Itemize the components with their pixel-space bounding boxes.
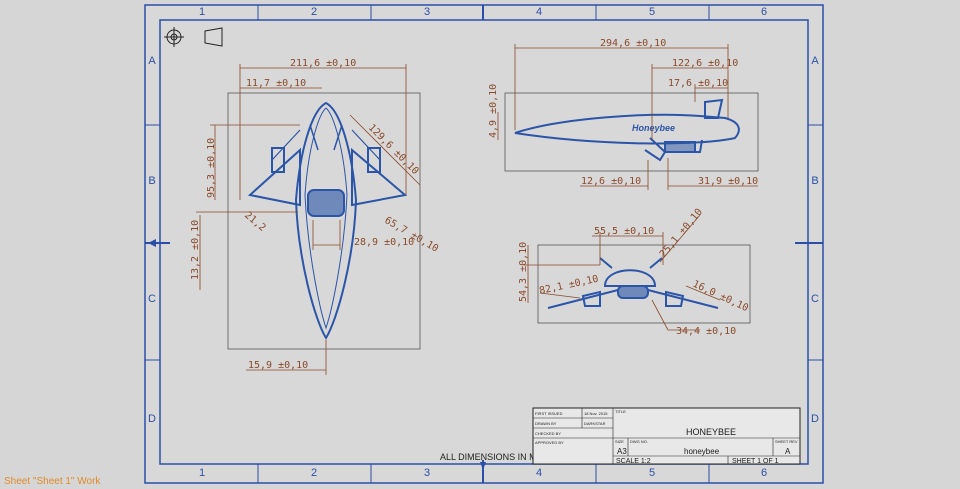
dim-top-tail: 13,2 ±0,10 [190,220,201,280]
drawn-by-label: DRAWN BY [535,421,557,426]
zone-row-C-left: C [148,293,156,305]
sheet-size: A3 [617,447,627,456]
first-issued-value: 18 Nov. 2015 [584,411,608,416]
dim-side-nozzle: 12,6 ±0,10 [581,176,641,187]
dim-top-bottom: 15,9 ±0,10 [248,360,308,371]
zone-column-1-bottom: 1 [199,467,205,479]
front-view-model [547,257,719,309]
zone-column-5-top: 5 [649,6,655,18]
front-view-frame [537,244,751,324]
checked-by-label: CHECKED BY [535,431,561,436]
zone-row-D-right: D [811,413,819,425]
dim-front-cockpit: 55,5 ±0,10 [594,226,654,237]
projection-symbol [164,27,223,47]
size-label: SIZE [615,439,624,444]
dimension-lines [196,44,758,375]
zone-column-6-bottom: 6 [761,467,767,479]
zone-column-5-bottom: 5 [649,467,655,479]
zone-column-3-top: 3 [424,6,430,18]
revision: A [785,447,791,456]
dim-side-tail: 17,6 ±0,10 [668,78,728,89]
status-bar: Sheet "Sheet 1" Work [4,476,101,487]
top-view-frame [227,92,421,350]
dim-side-height: 4,9 ±0,10 [488,84,499,138]
zone-column-4-bottom: 4 [536,467,542,479]
title-label: TITLE [615,409,626,414]
zone-row-B-left: B [148,175,155,187]
drawn-by-value: DARKSTAR [584,421,606,426]
dwg-number: honeybee [684,447,720,456]
drawing-title: HONEYBEE [686,427,736,437]
zone-column-2-bottom: 2 [311,467,317,479]
dim-top-cockpit: 11,7 ±0,10 [246,78,306,89]
dim-side-rear: 122,6 ±0,10 [672,58,738,69]
side-view-frame [504,92,759,172]
title-block: FIRST ISSUED 18 Nov. 2015 DRAWN BY DARKS… [532,407,801,465]
side-view-logo: Honeybee [632,123,675,133]
dim-top-width: 211,6 ±0,10 [290,58,356,69]
sheet-count: SHEET 1 OF 1 [732,458,779,465]
first-issued-label: FIRST ISSUED [535,411,563,416]
zone-column-2-top: 2 [311,6,317,18]
dim-top-body: 28,9 ±0,10 [354,237,414,248]
zone-column-3-bottom: 3 [424,467,430,479]
dim-front-base: 34,4 ±0,10 [676,326,736,337]
center-mark-bottom [480,462,486,470]
units-note: ALL DIMENSIONS IN MM [440,452,544,462]
center-mark-left [148,239,156,247]
zone-row-C-right: C [811,293,819,305]
zone-row-D-left: D [148,413,156,425]
outer-border [144,4,824,484]
zone-column-6-top: 6 [761,6,767,18]
zone-row-B-right: B [811,175,818,187]
approved-by-label: APPROVED BY [535,440,564,445]
dim-side-pod: 31,9 ±0,10 [698,176,758,187]
dwg-label: DWG NO. [630,439,648,444]
zone-column-1-top: 1 [199,6,205,18]
sheet-rev-label: SHEET REV [775,439,798,444]
scale: SCALE 1:2 [616,458,651,465]
dim-front-height: 54,3 ±0,10 [518,242,529,302]
zone-row-A-left: A [148,55,156,67]
dim-top-height: 95,3 ±0,10 [206,138,217,198]
dim-side-length: 294,6 ±0,10 [600,38,666,49]
top-view-model [247,101,408,340]
side-view-model [514,98,740,162]
zone-column-4-top: 4 [536,6,542,18]
zone-row-A-right: A [811,55,819,67]
